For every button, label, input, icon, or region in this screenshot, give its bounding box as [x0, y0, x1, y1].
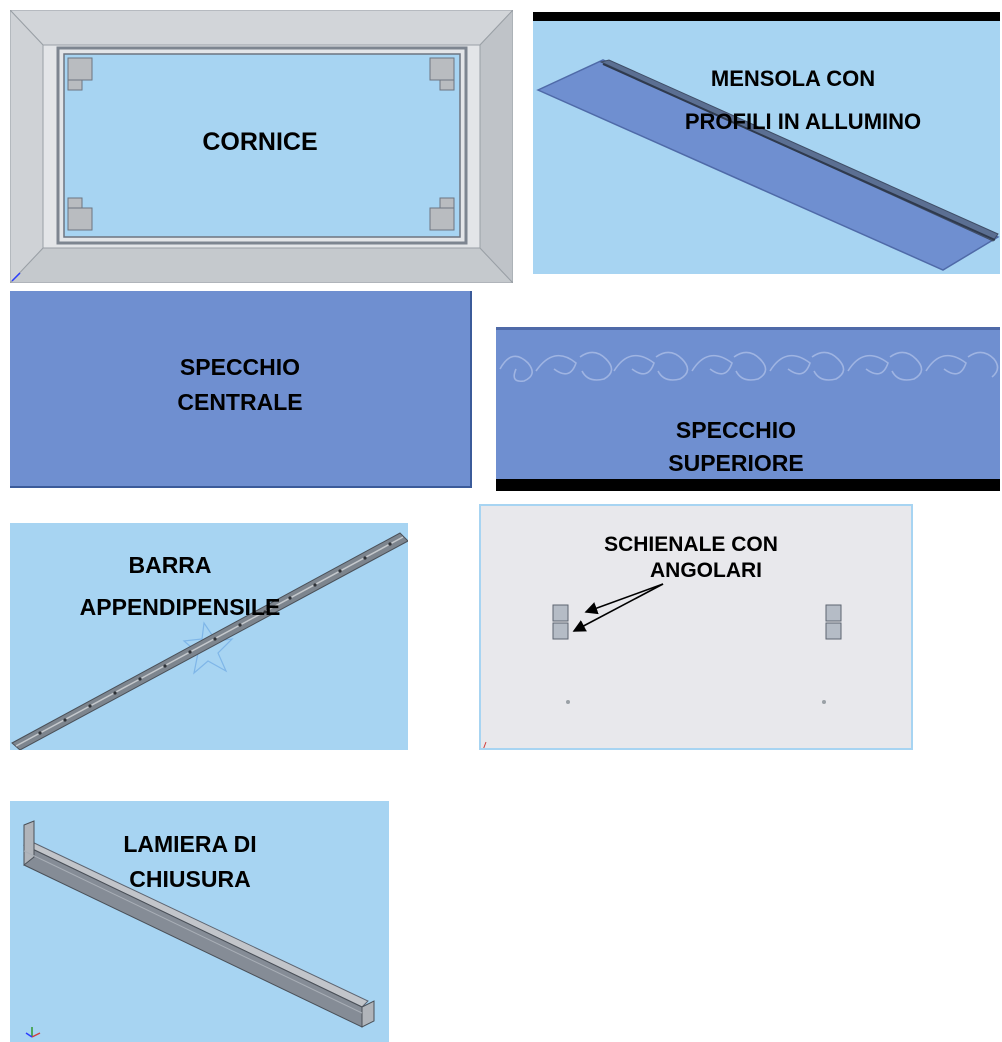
bar-drawing [11, 532, 408, 750]
label-specchio-centrale-line1: SPECCHIO [179, 354, 301, 380]
label-lamiera-line2: CHIUSURA [129, 866, 251, 892]
backpanel-drawing [483, 583, 842, 748]
label-mensola-line1: MENSOLA CON [710, 66, 876, 91]
ornament-band [499, 351, 999, 383]
label-schienale-line2: ANGOLARI [650, 559, 762, 582]
panel-lamiera: LAMIERA DI CHIUSURA [10, 801, 389, 1042]
sheet-drawing [22, 820, 375, 1038]
shelf-drawing [536, 59, 1000, 271]
panel-cornice: CORNICE [10, 10, 513, 283]
label-cornice: CORNICE [202, 128, 318, 156]
panel-specchio-centrale: SPECCHIO CENTRALE [10, 291, 472, 488]
bottom-black-bar [496, 479, 1000, 491]
label-specchio-superiore-line2: SUPERIORE [668, 450, 804, 476]
label-specchio-centrale-line2: CENTRALE [177, 389, 303, 415]
frame-drawing [10, 10, 513, 283]
top-edge-line [496, 327, 1000, 330]
panel-barra: BARRA APPENDIPENSILE [10, 523, 408, 750]
label-barra-line1: BARRA [128, 552, 212, 578]
label-barra-line2: APPENDIPENSILE [79, 594, 281, 620]
label-lamiera-line1: LAMIERA DI [123, 831, 257, 857]
label-specchio-superiore-line1: SPECCHIO [675, 417, 797, 443]
panel-specchio-superiore: SPECCHIO SUPERIORE [496, 327, 1000, 491]
top-black-bar [533, 12, 1000, 21]
panel-mensola: MENSOLA CON PROFILI IN ALLUMINO [533, 12, 1000, 274]
panel-schienale: SCHIENALE CON ANGOLARI [479, 504, 913, 750]
label-mensola-line2: PROFILI IN ALLUMINO [684, 109, 922, 134]
bar-holes [38, 542, 392, 735]
axis-triad-icon [25, 1027, 41, 1038]
label-schienale-line1: SCHIENALE CON [604, 533, 778, 556]
